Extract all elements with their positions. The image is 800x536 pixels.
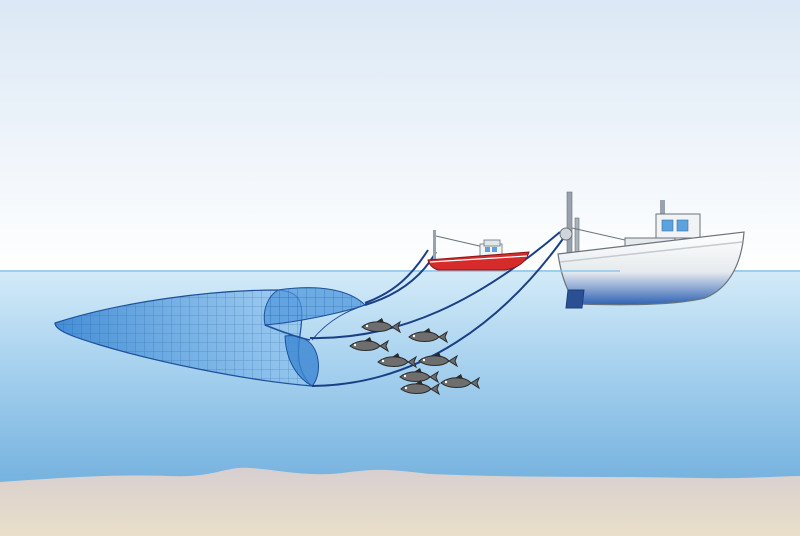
trawl-net-icon (54, 287, 366, 387)
seabed (0, 467, 800, 536)
fish-icon (418, 352, 459, 368)
fish-icon (440, 374, 481, 390)
fish-icon (400, 380, 441, 396)
fish-icon (361, 318, 402, 334)
fish-icon (408, 328, 449, 344)
fish-school (349, 318, 481, 396)
fish-icon (377, 353, 418, 369)
large-white-trawler-icon (557, 191, 745, 309)
small-red-trawler-icon (427, 230, 530, 271)
fish-icon (399, 368, 440, 384)
fish-icon (349, 337, 390, 353)
